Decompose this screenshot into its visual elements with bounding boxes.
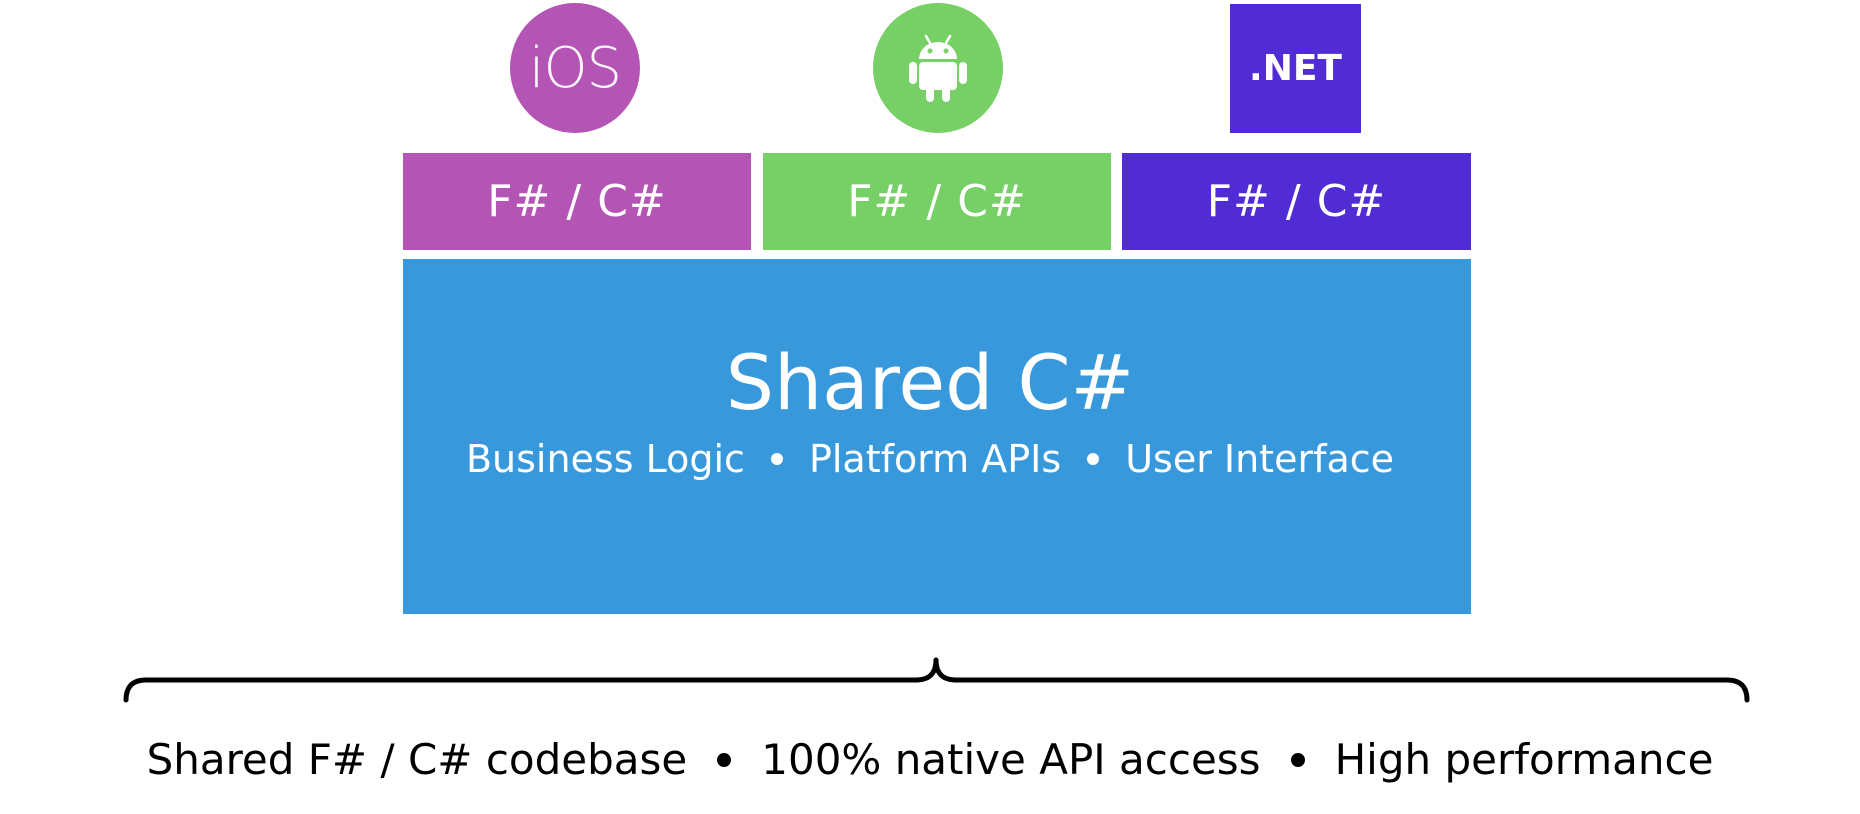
- dotnet-logo: .NET: [1230, 4, 1361, 133]
- dotnet-language-box: F# / C#: [1122, 153, 1471, 250]
- footer-item-performance: High performance: [1334, 735, 1714, 784]
- footer-summary: Shared F# / C# codebase 100% native API …: [0, 735, 1860, 784]
- ios-logo-text: iOS: [528, 35, 622, 101]
- shared-item-platform-apis: Platform APIs: [808, 437, 1062, 481]
- android-language-box: F# / C#: [763, 153, 1111, 250]
- shared-item-user-interface: User Interface: [1125, 437, 1395, 481]
- android-logo: [873, 3, 1003, 133]
- bullet-dot: [1087, 453, 1100, 465]
- footer-item-codebase: Shared F# / C# codebase: [146, 735, 688, 784]
- ios-language-box: F# / C#: [403, 153, 751, 250]
- dotnet-logo-text: .NET: [1249, 48, 1342, 89]
- ios-logo: iOS: [510, 3, 640, 133]
- bullet-dot: [770, 453, 783, 465]
- shared-title: Shared C#: [725, 338, 1135, 427]
- shared-item-business-logic: Business Logic: [465, 437, 745, 481]
- android-robot-icon: [909, 34, 967, 102]
- bullet-dot: [717, 752, 732, 767]
- curly-brace: [123, 657, 1750, 703]
- bullet-dot: [1290, 752, 1305, 767]
- shared-subtitle: Business Logic Platform APIs User Interf…: [0, 437, 1860, 481]
- shared-code-block: [403, 259, 1471, 614]
- footer-item-native-api: 100% native API access: [761, 735, 1261, 784]
